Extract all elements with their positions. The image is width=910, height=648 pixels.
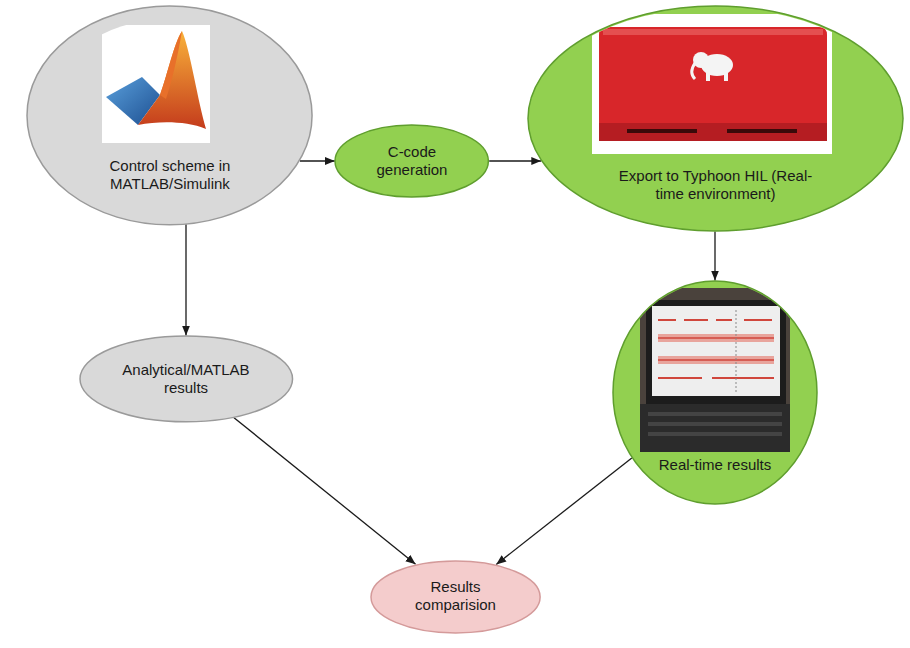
flow-arrow [489, 160, 541, 161]
node-label: Analytical/MATLAB results [106, 361, 266, 397]
flow-arrow [714, 232, 715, 281]
flow-arrow [185, 224, 186, 335]
label-group: Real-time results [640, 456, 790, 474]
process-ellipse: Export to Typhoon HIL (Real-time environ… [527, 5, 904, 232]
flow-arrow [300, 160, 335, 161]
process-ellipse: Real-time results [612, 280, 818, 505]
label-group: C-code generation [362, 143, 462, 179]
process-ellipse: Analytical/MATLAB results [79, 335, 294, 423]
label-group: Export to Typhoon HIL (Real-time environ… [616, 167, 816, 203]
process-ellipse: Results comparision [370, 560, 541, 634]
node-label: C-code generation [362, 143, 462, 179]
node-label: Results comparision [400, 578, 510, 614]
flow-arrow [234, 418, 416, 565]
label-group: Results comparision [400, 578, 510, 614]
process-ellipse: C-code generation [334, 124, 489, 198]
process-ellipse: Control scheme in MATLAB/Simulink [26, 5, 313, 226]
label-group: Control scheme in MATLAB/Simulink [85, 157, 255, 193]
node-label: Real-time results [659, 456, 772, 474]
node-label: Export to Typhoon HIL (Real-time environ… [616, 167, 816, 203]
label-group: Analytical/MATLAB results [106, 361, 266, 397]
flow-arrow [496, 458, 632, 565]
node-label: Control scheme in MATLAB/Simulink [85, 157, 255, 193]
